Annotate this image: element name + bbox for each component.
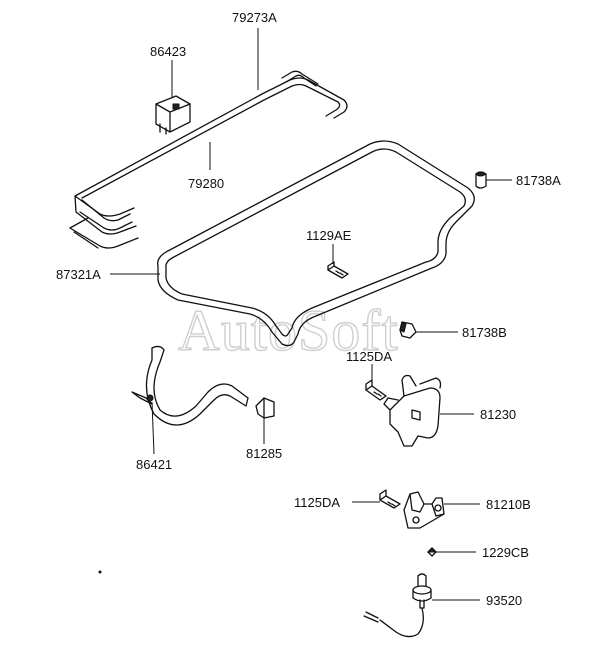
striker-hole-right-icon bbox=[434, 504, 442, 512]
weatherstrip-87321A bbox=[157, 140, 475, 347]
cap-81285 bbox=[255, 397, 275, 419]
bolt-1125DA-top bbox=[365, 379, 387, 401]
bolt-1129AE bbox=[327, 261, 349, 279]
label-81738A: 81738A bbox=[516, 173, 561, 188]
label-1229CB: 1229CB bbox=[482, 545, 529, 560]
label-1129AE: 1129AE bbox=[306, 228, 352, 243]
striker-81210B bbox=[403, 491, 445, 529]
watermark: AutoSoft bbox=[178, 298, 399, 363]
label-1125DA-top: 1125DA bbox=[346, 349, 392, 364]
label-81738B: 81738B bbox=[462, 325, 507, 340]
label-81230: 81230 bbox=[480, 407, 516, 422]
label-1125DA-bottom: 1125DA bbox=[294, 495, 340, 510]
speck bbox=[98, 570, 102, 574]
trunk-lid-rod bbox=[69, 70, 348, 249]
striker-hole-left-icon bbox=[412, 516, 420, 524]
latch-81230 bbox=[383, 374, 442, 447]
label-81285: 81285 bbox=[246, 446, 282, 461]
clip-86423 bbox=[155, 95, 191, 135]
hose-clip-icon bbox=[146, 394, 154, 402]
screw-1229CB bbox=[426, 547, 438, 557]
label-93520: 93520 bbox=[486, 593, 522, 608]
switch-93520 bbox=[363, 573, 432, 638]
label-79273A: 79273A bbox=[232, 10, 277, 25]
label-79280: 79280 bbox=[188, 176, 224, 191]
label-87321A: 87321A bbox=[56, 267, 101, 282]
label-86421: 86421 bbox=[136, 457, 172, 472]
label-86423: 86423 bbox=[150, 44, 186, 59]
bumper-81738B bbox=[399, 321, 417, 339]
label-81210B: 81210B bbox=[486, 497, 531, 512]
clip-hole-icon bbox=[172, 103, 180, 110]
bumper-81738A bbox=[475, 171, 487, 189]
leader-lines bbox=[110, 28, 512, 601]
bolt-1125DA-bottom bbox=[379, 489, 401, 509]
